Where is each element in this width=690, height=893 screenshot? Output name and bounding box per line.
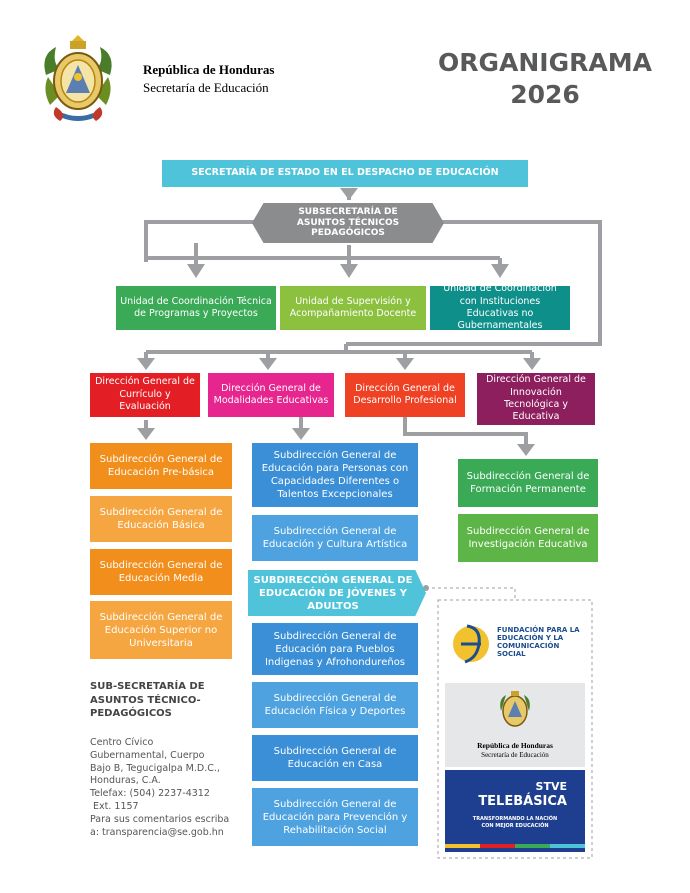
sub-box-casa: Subdirección General de Educación en Cas…	[252, 735, 418, 781]
fundacion-panel: FUNDACIÓN PARA LA EDUCACIÓN Y LA COMUNIC…	[445, 606, 585, 680]
unit-box-supervision: Unidad de Supervisión y Acompañamiento D…	[280, 286, 426, 330]
color-stripe	[445, 844, 585, 848]
page-title: ORGANIGRAMA	[438, 48, 652, 77]
coat-of-arms-small-icon	[500, 691, 530, 727]
sub-box-prevencion: Subdirección General de Educación para P…	[252, 788, 418, 846]
direction-box-modalidades: Dirección General de Modalidades Educati…	[208, 373, 334, 417]
subsecretaria-box: SUBSECRETARÍA DE ASUNTOS TÉCNICOS PEDAGÓ…	[252, 203, 444, 243]
secretaria-panel: República de Honduras Secretaría de Educ…	[445, 683, 585, 767]
footer-email[interactable]: a: transparencia@se.gob.hn	[90, 826, 224, 838]
country-name: República de Honduras	[143, 62, 275, 77]
telebasica-tagline: TRANSFORMANDO LA NACIÓN	[472, 816, 558, 822]
footer-line: Bajo B, Tegucigalpa M.D.C.,	[90, 762, 220, 774]
secretaria-panel-ministry: Secretaría de Educación	[481, 751, 549, 759]
direction-box-desarrollo: Dirección General de Desarrollo Profesio…	[345, 373, 465, 417]
fundacion-text: FUNDACIÓN PARA LA EDUCACIÓN Y LA COMUNIC…	[497, 626, 580, 659]
sub-box-jovenes-adultos: SUBDIRECCIÓN GENERAL DE EDUCACIÓN DE JÓV…	[248, 570, 426, 616]
ministry-name: Secretaría de Educación	[143, 80, 269, 95]
sub-box-cultura: Subdirección General de Educación y Cult…	[252, 515, 418, 561]
telebasica-label: TELEBÁSICA	[478, 794, 567, 809]
fundacion-logo-icon	[453, 624, 489, 664]
unit-box-programas: Unidad de Coordinación Técnica de Progra…	[116, 286, 276, 330]
sub-box-investigacion: Subdirección General de Investigación Ed…	[458, 514, 598, 562]
unit-box-instituciones: Unidad de Coordinación con Instituciones…	[430, 283, 570, 331]
footer-line: Gubernamental, Cuerpo	[90, 749, 205, 761]
coat-of-arms-logo	[38, 35, 118, 125]
direction-box-curriculo: Dirección General de Currículo y Evaluac…	[90, 373, 200, 417]
footer-heading: SUB-SECRETARÍA DE ASUNTOS TÉCNICO-PEDAGÓ…	[90, 681, 205, 719]
telebasica-tagline-2: CON MEJOR EDUCACIÓN	[481, 823, 549, 829]
sub-box-media: Subdirección General de Educación Media	[90, 549, 232, 595]
secretaria-box: SECRETARÍA DE ESTADO EN EL DESPACHO DE E…	[162, 160, 528, 187]
sub-box-superior: Subdirección General de Educación Superi…	[90, 601, 232, 659]
footer-line: Ext. 1157	[90, 801, 139, 813]
sub-box-prebasica: Subdirección General de Educación Pre-bá…	[90, 443, 232, 489]
sub-box-capacidades: Subdirección General de Educación para P…	[252, 443, 418, 507]
secretaria-panel-country: República de Honduras	[477, 741, 553, 750]
page-year: 2026	[510, 80, 580, 109]
direction-box-innovacion: Dirección General de Innovación Tecnológ…	[477, 373, 595, 425]
sub-box-formacion: Subdirección General de Formación Perman…	[458, 459, 598, 507]
footer-address: Centro Cívico Gubernamental, Cuerpo Bajo…	[90, 737, 250, 840]
footer-line: Centro Cívico	[90, 737, 154, 748]
sub-box-pueblos: Subdirección General de Educación para P…	[252, 623, 418, 675]
footer-line: Para sus comentarios escriba	[90, 813, 230, 825]
stve-label: STVE	[535, 780, 567, 793]
sub-box-fisica: Subdirección General de Educación Física…	[252, 682, 418, 728]
sub-box-basica: Subdirección General de Educación Básica	[90, 496, 232, 542]
footer-line: Honduras, C.A.	[90, 775, 161, 787]
telebasica-panel: STVE TELEBÁSICA TRANSFORMANDO LA NACIÓN …	[445, 770, 585, 852]
footer-line: Telefax: (504) 2237-4312	[90, 788, 210, 800]
